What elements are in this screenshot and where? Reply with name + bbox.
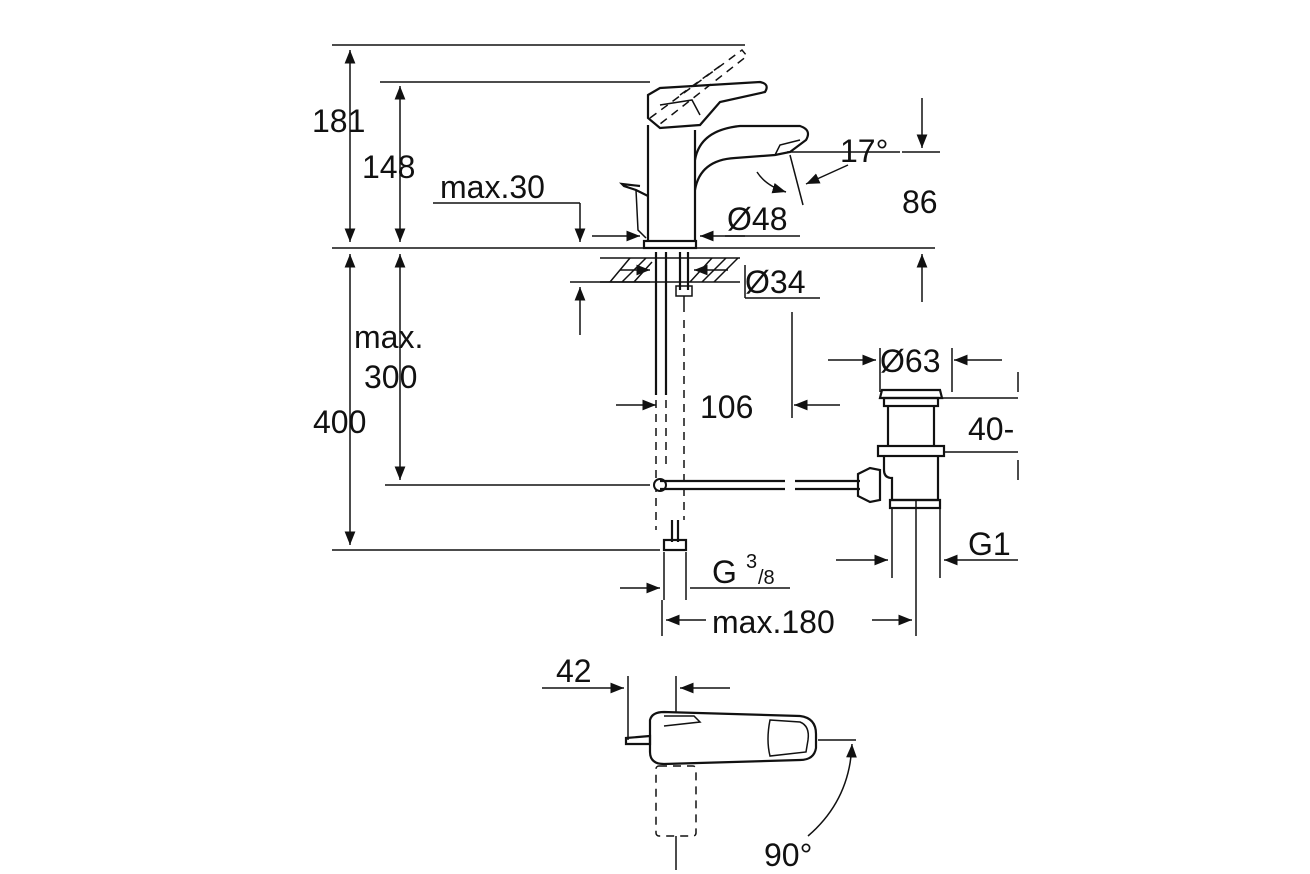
dim-g1-label: G1 [968, 526, 1011, 562]
dim-300-label: 300 [364, 359, 417, 395]
waste-valve [856, 388, 946, 510]
d34-dimension [744, 265, 820, 299]
dim-148-label: 148 [362, 149, 415, 185]
dim-g38-numerator: 3 [746, 551, 757, 573]
height-dimensions [332, 44, 935, 551]
max180-dimension [661, 500, 917, 636]
dim-400-label: 400 [313, 404, 366, 440]
dim-90deg-label: 90° [764, 837, 812, 873]
dim-d48-label: Ø48 [727, 201, 787, 237]
dim-181-label: 181 [312, 103, 365, 139]
dim-max180-label: max.180 [712, 604, 835, 640]
faucet-body [619, 48, 810, 250]
angle-17-marker [756, 98, 940, 302]
dim-d34-label: Ø34 [745, 264, 805, 300]
dim-g38-label: G [712, 554, 737, 590]
d63-dimension [828, 348, 1019, 480]
dim-106-label: 106 [700, 389, 753, 425]
dim-max30-label: max.30 [440, 169, 545, 205]
countertop-section [600, 252, 740, 395]
dim-g38-denominator: /8 [758, 567, 775, 589]
dim-d63-label: Ø63 [880, 343, 940, 379]
dim-42-label: 42 [556, 653, 592, 689]
dim-86-label: 86 [902, 184, 938, 220]
pop-up-rod [660, 479, 860, 491]
g1-dimension [836, 508, 1018, 578]
supply-hose [653, 320, 688, 552]
dim-106 [616, 312, 840, 418]
dim-max-label: max. [354, 319, 423, 355]
top-view [542, 676, 857, 870]
dim-17deg-label: 17° [840, 133, 888, 169]
max30-dimension [433, 202, 650, 335]
dim-40-label: 40- [968, 411, 1014, 447]
g38-dimension [620, 552, 790, 600]
